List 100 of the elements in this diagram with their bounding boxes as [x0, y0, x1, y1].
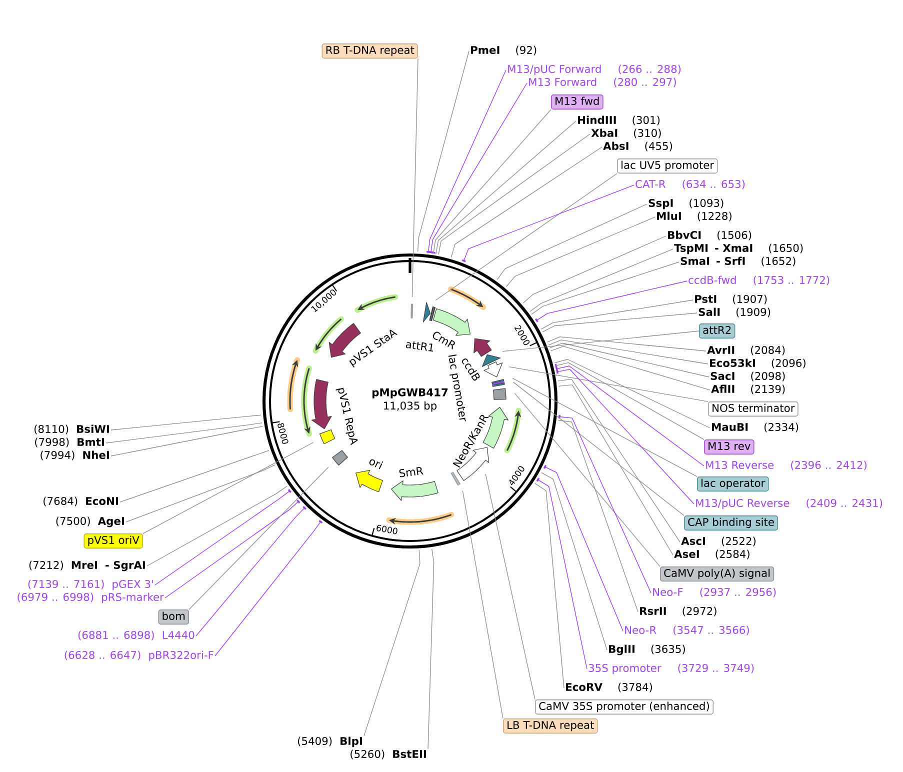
- leader-line: [556, 369, 694, 504]
- leader-line: [558, 420, 638, 612]
- site-label: HindIII (301): [578, 116, 660, 126]
- leader-line: [412, 58, 418, 298]
- primer-label: M13/pUC Reverse (2409 .. 2431): [696, 498, 882, 510]
- site-label: (8110) BsiWI: [34, 424, 109, 434]
- leader-line: [146, 486, 288, 566]
- primer-label: (6628 .. 6647) pBR322ori-F: [64, 650, 214, 662]
- site-label: (5260) BstEII: [350, 750, 426, 760]
- site-label: XbaI (310): [591, 128, 661, 138]
- primer-label: Neo-R (3547 .. 3566): [625, 626, 749, 636]
- leader-line: [530, 248, 674, 312]
- leader-line: [496, 204, 648, 280]
- leader-line: [450, 146, 602, 258]
- leader-line: [537, 479, 588, 670]
- site-label: EcoRV (3784): [566, 682, 652, 692]
- site-label: SalI (1909): [698, 308, 770, 318]
- leader-line: [433, 109, 552, 254]
- site-label: BglII (3635): [609, 644, 685, 656]
- leader-line: [485, 474, 536, 700]
- feature-label: SmR: [399, 467, 424, 478]
- leader-line: [214, 520, 322, 656]
- primer-label: CAT-R (634 .. 653): [636, 180, 745, 190]
- site-label: AseI (2584): [674, 550, 750, 560]
- leader-line: [508, 366, 708, 402]
- leader-line: [556, 366, 704, 466]
- site-label: SacI (2098): [710, 372, 785, 382]
- site-label: AscI (2522): [681, 536, 756, 546]
- feature-box: NOS terminator: [708, 402, 798, 416]
- primer-label: Neo-F (2937 .. 2956): [653, 588, 776, 598]
- feature-label: attR1: [406, 341, 434, 352]
- leader-line: [542, 312, 698, 332]
- site-label: Eco53kI (2096): [710, 358, 806, 368]
- site-label: (7994) NheI: [40, 450, 109, 460]
- site-label: TspMI - XmaI (1650): [674, 244, 803, 254]
- leader-line: [120, 450, 270, 502]
- leader-line: [428, 548, 434, 750]
- primer-label: (6979 .. 6998) pRS-marker: [18, 592, 164, 604]
- site-label: (7212) MreI - SgrAI: [29, 560, 145, 572]
- leader-line: [462, 490, 504, 719]
- leader-line: [110, 414, 262, 430]
- leader-line: [531, 262, 680, 315]
- leader-line: [540, 472, 608, 650]
- leader-line: [558, 378, 680, 542]
- site-label: BbvCI (1506): [668, 230, 752, 240]
- leader-line: [196, 507, 306, 636]
- leader-line: [558, 384, 674, 556]
- primer-label: M13/pUC Forward (266 .. 288): [508, 64, 681, 76]
- leader-line: [550, 346, 710, 390]
- leader-line: [558, 416, 652, 594]
- leader-line: [554, 362, 704, 440]
- primer-label: (6881 .. 6898) L4440: [78, 630, 194, 640]
- site-label: AvrII (2084): [707, 346, 785, 356]
- leader-line: [436, 120, 576, 254]
- feature-box: CaMV 35S promoter (enhanced): [535, 700, 714, 714]
- feature-box: M13 rev: [704, 440, 754, 454]
- leader-line: [106, 422, 262, 444]
- scale-label: 8000: [278, 423, 288, 444]
- leader-line: [554, 359, 710, 428]
- feature-box: pVS1 oriV: [84, 534, 143, 548]
- leader-line: [540, 300, 694, 330]
- feature-label: pVS1 RepA: [336, 388, 358, 446]
- site-label: (7998) BmtI: [35, 438, 104, 448]
- leader-line: [435, 173, 618, 301]
- leader-line: [536, 280, 688, 321]
- feature-box: attR2: [699, 324, 736, 338]
- leader-line: [549, 342, 710, 378]
- feature-box: LB T-DNA repeat: [503, 718, 598, 734]
- feature-box: M13 fwd: [551, 94, 604, 110]
- leader-line: [142, 442, 314, 534]
- site-label: PmeI (92): [471, 46, 536, 56]
- site-label: RsrII (2972): [640, 606, 716, 616]
- feature-label: ori: [369, 459, 384, 470]
- site-label: SmaI - SrfI (1652): [680, 256, 796, 266]
- leader-line: [512, 382, 684, 516]
- leader-line: [154, 490, 291, 586]
- site-label: (7500) AgeI: [56, 516, 124, 528]
- primer-label: M13 Forward (280 .. 297): [529, 78, 676, 88]
- leader-line: [428, 70, 506, 253]
- feature-box: lac operator: [697, 476, 769, 492]
- primer-label: M13 Reverse (2396 .. 2412): [706, 460, 866, 470]
- site-label: (5409) BlpI: [298, 736, 362, 748]
- leader-line: [110, 426, 264, 456]
- primer-label: 35S promoter (3729 .. 3749): [588, 664, 754, 674]
- feature-box: bom: [158, 610, 189, 624]
- site-label: MluI (1228): [657, 212, 732, 222]
- leader-line: [534, 482, 564, 688]
- leader-line: [544, 466, 624, 632]
- leader-line: [126, 464, 276, 522]
- leader-line: [463, 184, 634, 262]
- leader-line: [418, 50, 470, 252]
- leader-line: [522, 236, 666, 304]
- site-label: MauBI (2334): [712, 422, 798, 432]
- leader-line: [512, 378, 698, 477]
- leader-line: [502, 330, 700, 352]
- site-label: AbsI (455): [603, 142, 672, 152]
- leader-line: [506, 216, 656, 287]
- scale-label: 6000: [376, 524, 398, 534]
- site-label: PstI (1907): [695, 294, 767, 304]
- feature-box: CaMV poly(A) signal: [660, 566, 774, 582]
